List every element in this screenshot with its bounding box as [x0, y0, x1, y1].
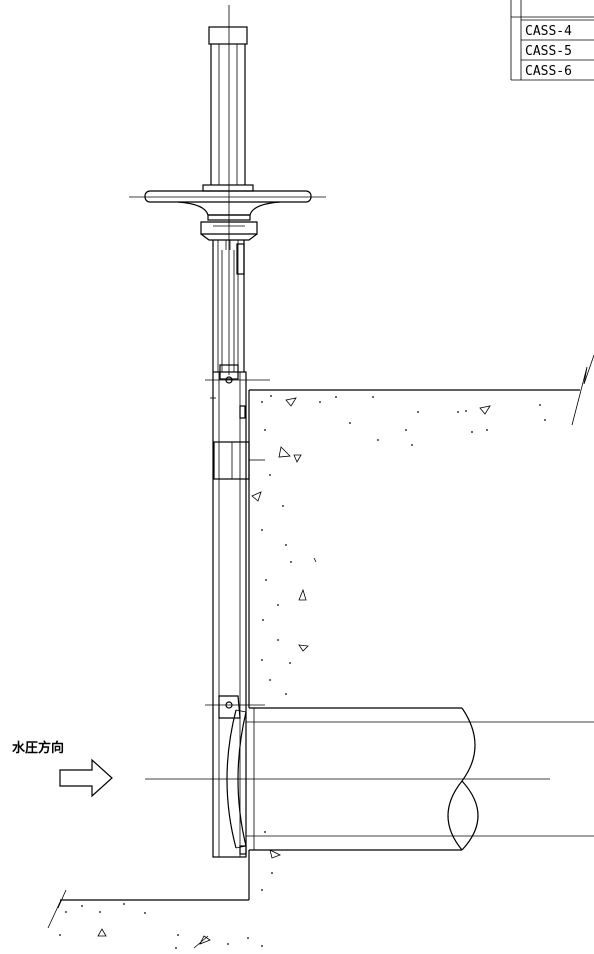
concrete-wall: [47, 354, 594, 949]
gate-disc: [226, 709, 247, 855]
model-cell-1: CASS-4: [525, 24, 572, 39]
water-pressure-indicator: 水圧方向: [12, 740, 113, 798]
gate-frame: [205, 364, 270, 858]
handwheel: [129, 190, 326, 241]
pipe: [145, 707, 594, 851]
stem-column: [212, 240, 245, 372]
model-cell-3: CASS-6: [525, 64, 572, 79]
model-table: CASS-4 CASS-5 CASS-6: [510, 0, 594, 81]
model-cell-2: CASS-5: [525, 44, 572, 59]
stem-cover: [202, 26, 254, 192]
water-pressure-arrow-icon: [59, 758, 113, 798]
water-pressure-label: 水圧方向: [12, 740, 64, 756]
